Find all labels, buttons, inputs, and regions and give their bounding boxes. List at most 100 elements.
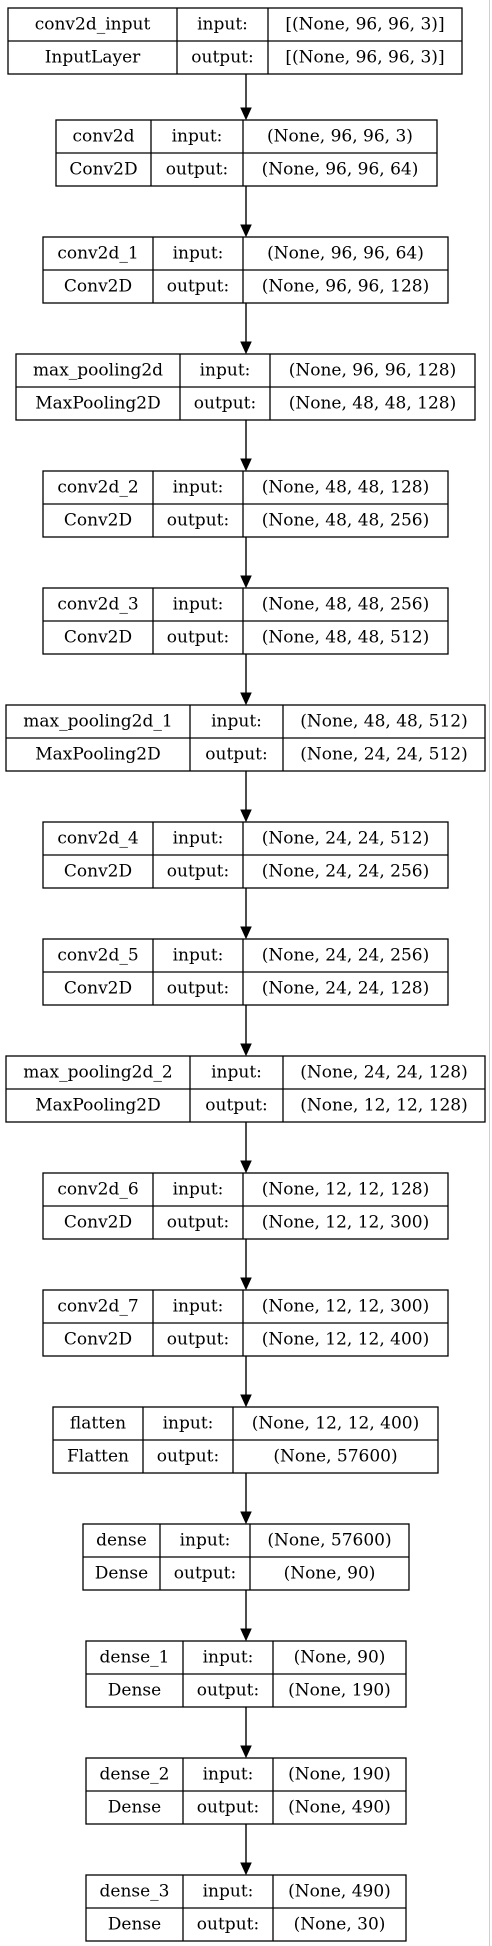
- output-label: output:: [194, 394, 256, 414]
- connector-arrow-head: [240, 1394, 252, 1408]
- input-shape: (None, 90): [294, 1648, 386, 1668]
- layer-type: Dense: [95, 1564, 148, 1584]
- input-shape: (None, 48, 48, 512): [300, 712, 468, 732]
- input-label: input:: [203, 1882, 254, 1902]
- layer-type: Conv2D: [64, 862, 132, 882]
- output-shape: (None, 24, 24, 128): [262, 979, 430, 999]
- input-shape: (None, 24, 24, 512): [262, 829, 430, 849]
- connector-arrow-head: [240, 575, 252, 589]
- layer-name: conv2d_1: [57, 244, 138, 264]
- connector-arrow-head: [240, 1277, 252, 1291]
- output-shape: (None, 190): [288, 1681, 391, 1701]
- input-label: input:: [203, 1765, 254, 1785]
- output-shape: (None, 12, 12, 128): [300, 1096, 468, 1116]
- connector-arrow-head: [240, 809, 252, 823]
- connector-arrow-head: [240, 1043, 252, 1057]
- input-shape: (None, 24, 24, 128): [300, 1063, 468, 1083]
- input-label: input:: [173, 595, 224, 615]
- input-shape: (None, 48, 48, 128): [262, 478, 430, 498]
- output-label: output:: [167, 277, 229, 297]
- input-label: input:: [211, 712, 262, 732]
- layer-name: dense_3: [100, 1882, 170, 1902]
- layer-name: conv2d_2: [57, 478, 138, 498]
- connector-arrow-head: [240, 224, 252, 238]
- output-shape: (None, 24, 24, 256): [262, 862, 430, 882]
- input-label: input:: [163, 1414, 214, 1434]
- layer-type: Conv2D: [64, 511, 132, 531]
- layer-type: Conv2D: [64, 1330, 132, 1350]
- layer-name: conv2d_4: [57, 829, 138, 849]
- output-label: output:: [197, 1915, 259, 1935]
- output-label: output:: [174, 1564, 236, 1584]
- layer-type: Conv2D: [64, 277, 132, 297]
- layer-name: flatten: [70, 1414, 126, 1434]
- input-shape: (None, 48, 48, 256): [262, 595, 430, 615]
- layer-node-max_pooling2d_2: max_pooling2d_2MaxPooling2Dinput:output:…: [5, 1055, 486, 1123]
- connector-arrow-head: [240, 1511, 252, 1525]
- input-shape: (None, 96, 96, 64): [267, 244, 424, 264]
- layer-name: dense_1: [100, 1648, 170, 1668]
- output-shape: (None, 24, 24, 512): [300, 745, 468, 765]
- output-label: output:: [197, 1681, 259, 1701]
- layer-type: InputLayer: [45, 48, 141, 68]
- input-shape: (None, 96, 96, 128): [289, 361, 457, 381]
- output-label: output:: [205, 745, 267, 765]
- output-label: output:: [191, 48, 253, 68]
- input-shape: (None, 12, 12, 400): [252, 1414, 420, 1434]
- output-shape: (None, 490): [288, 1798, 391, 1818]
- output-label: output:: [167, 979, 229, 999]
- input-label: input:: [173, 946, 224, 966]
- input-label: input:: [173, 1297, 224, 1317]
- output-label: output:: [157, 1447, 219, 1467]
- input-label: input:: [197, 15, 248, 35]
- layer-name: conv2d: [72, 127, 134, 147]
- input-shape: (None, 12, 12, 128): [262, 1180, 430, 1200]
- layer-type: MaxPooling2D: [35, 1096, 161, 1116]
- output-shape: (None, 30): [294, 1915, 386, 1935]
- output-shape: (None, 48, 48, 256): [262, 511, 430, 531]
- output-label: output:: [197, 1798, 259, 1818]
- layer-name: conv2d_3: [57, 595, 138, 615]
- input-label: input:: [180, 1531, 231, 1551]
- output-label: output:: [166, 160, 228, 180]
- input-shape: (None, 96, 96, 3): [267, 127, 413, 147]
- input-label: input:: [200, 361, 251, 381]
- layer-type: Dense: [108, 1681, 161, 1701]
- connector-arrow-head: [240, 692, 252, 706]
- layer-type: Conv2D: [64, 628, 132, 648]
- connector-arrow-head: [240, 1628, 252, 1642]
- input-shape: (None, 190): [288, 1765, 391, 1785]
- output-label: output:: [167, 862, 229, 882]
- page-edge-rule: [489, 0, 490, 1946]
- connector-arrow-head: [240, 458, 252, 472]
- connector-arrow-head: [240, 341, 252, 355]
- connector-arrow-head: [240, 107, 252, 121]
- layer-node-max_pooling2d: max_pooling2dMaxPooling2Dinput:output:(N…: [15, 353, 476, 421]
- connector-arrow-head: [240, 1745, 252, 1759]
- layer-type: MaxPooling2D: [35, 745, 161, 765]
- input-label: input:: [173, 829, 224, 849]
- input-shape: (None, 24, 24, 256): [262, 946, 430, 966]
- layer-name: max_pooling2d: [33, 361, 163, 381]
- output-shape: [(None, 96, 96, 3)]: [285, 48, 444, 68]
- layer-name: dense_2: [100, 1765, 170, 1785]
- input-label: input:: [173, 1180, 224, 1200]
- output-label: output:: [167, 628, 229, 648]
- connector-arrow-head: [240, 926, 252, 940]
- output-shape: (None, 57600): [273, 1447, 397, 1467]
- layer-node-conv2d_input: conv2d_inputInputLayerinput:output:[(Non…: [7, 7, 463, 75]
- output-label: output:: [167, 1213, 229, 1233]
- layer-name: max_pooling2d_1: [23, 712, 172, 732]
- input-label: input:: [211, 1063, 262, 1083]
- layer-type: Conv2D: [64, 979, 132, 999]
